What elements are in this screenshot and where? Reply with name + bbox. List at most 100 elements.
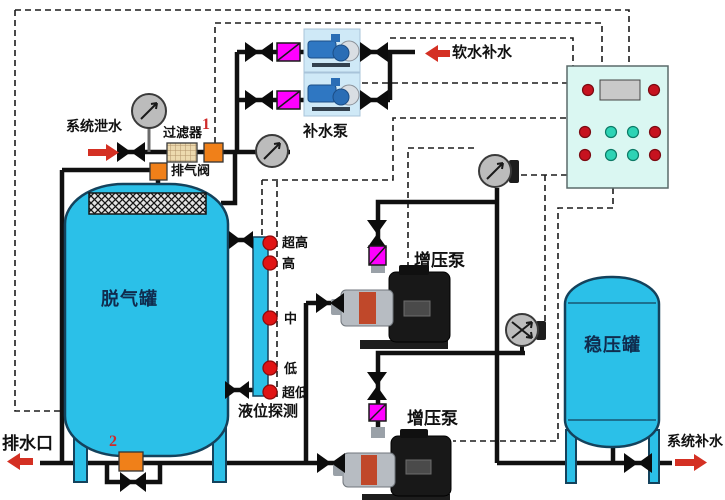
pressure-tank-seams [568,302,656,421]
arrow-system-makeup-out [675,454,707,471]
valve-drain-bypass [120,472,146,492]
pump-cap [400,429,428,438]
panel-button-red[interactable] [578,125,592,139]
pump-cap [399,265,429,275]
pump-port [371,427,385,438]
check-valve-diag [368,403,387,422]
check-valves [276,42,387,422]
solenoid-valves [118,142,224,472]
valve-makeup1-in [245,42,273,62]
arrow-soft-water-in [425,45,450,62]
label-level-probe: 液位探测 [238,403,299,420]
makeup-pump-2 [303,72,361,117]
pressure-gauge-2 [255,134,289,168]
panel-button-teal[interactable] [626,148,640,162]
label-tag-1: 1 [202,116,210,133]
label-level-ultra-low: 超低 [282,385,309,400]
gauge-needle [263,142,281,160]
label-level-ultra-high: 超高 [282,235,309,250]
label-filter: 过滤器 [163,125,203,140]
flow-arrows [7,45,707,471]
label-degassing-tank: 脱气罐 [101,289,158,309]
check-valve-diag [276,90,301,110]
valve-makeup1-out [360,42,388,62]
pump-motor [307,40,337,59]
pump-base [312,63,350,67]
valve-booster2-in [317,453,345,473]
degassing-tank [63,182,230,483]
arrow-drain-out [7,453,33,470]
pump-port [331,78,340,86]
label-air-vent: 排气阀 [171,163,211,178]
label-pressure-tank: 稳压罐 [584,335,641,355]
check-valve-diag [276,42,301,62]
label-level-mid: 中 [284,311,298,326]
gauge-contact-sensor [509,160,519,183]
panel-display [599,79,641,101]
signal-top-border [15,9,630,66]
makeup-pump-1 [303,28,361,73]
panel-button-teal[interactable] [604,148,618,162]
label-system-drain: 系统泄水 [66,118,122,134]
gauge-contact-sensor [536,321,546,340]
pump-port [371,262,385,273]
pump-nameplate [405,459,432,475]
level-dot-mid [262,310,278,326]
label-makeup-pump: 补水泵 [303,123,349,140]
label-level-high: 高 [282,256,296,271]
check-valve-diag [368,245,387,266]
level-dot-ultra-low [262,384,278,400]
signal-pressure-gauges [521,174,567,321]
label-soft-water: 软水补水 [452,44,513,61]
control-signal-lines [14,9,630,442]
label-level-low: 低 [284,361,298,376]
level-probe-tube [252,235,278,400]
solenoid-valve-1 [203,142,224,163]
degassing-tank-packing [88,192,207,215]
valve-makeup2-in [245,90,273,110]
gauge-needle [486,162,504,180]
pump-band [359,292,376,324]
panel-button-red[interactable] [578,148,592,162]
valve-system-makeup [624,453,652,473]
level-dot-ultra-high [262,235,278,251]
label-system-makeup: 系统补水 [667,433,723,449]
pump-base [362,494,450,500]
signal-makeup-pump1 [390,37,574,66]
signal-level-probe [261,117,567,397]
pump-motor [307,84,337,103]
signal-booster1 [407,147,478,268]
pump-volute [332,44,350,62]
panel-button-red[interactable] [648,125,662,139]
panel-button-teal[interactable] [604,125,618,139]
booster-pump-1 [331,262,451,349]
signal-left-border [14,10,60,412]
pump-band [361,455,377,485]
panel-button-red[interactable] [647,83,661,97]
panel-button-teal[interactable] [626,125,640,139]
level-sensor-dots [262,235,278,400]
pressure-tank [563,275,661,484]
gauge-crossed-needles [511,321,533,339]
manual-valves [117,42,652,492]
pipe-booster-suction [303,300,348,463]
label-drain-outlet: 排水口 [2,434,53,453]
control-panel [566,65,669,189]
pump-nameplate [403,300,431,317]
pump-port [331,34,340,42]
panel-button-red[interactable] [648,148,662,162]
pump-base [360,340,448,349]
pressure-tank-shell [563,275,661,449]
valve-makeup2-out [360,90,388,110]
pipe-level-tube-stubs [228,237,253,393]
pipes [40,49,672,485]
air-vent-valve [149,162,168,181]
pipe-into-tank-top [221,152,238,206]
contact-pressure-gauge-top [478,154,519,188]
level-dot-low [262,360,278,376]
contact-pressure-gauge-lower [505,313,546,347]
label-booster-pump-1: 增压泵 [414,251,465,270]
panel-button-red[interactable] [581,83,595,97]
